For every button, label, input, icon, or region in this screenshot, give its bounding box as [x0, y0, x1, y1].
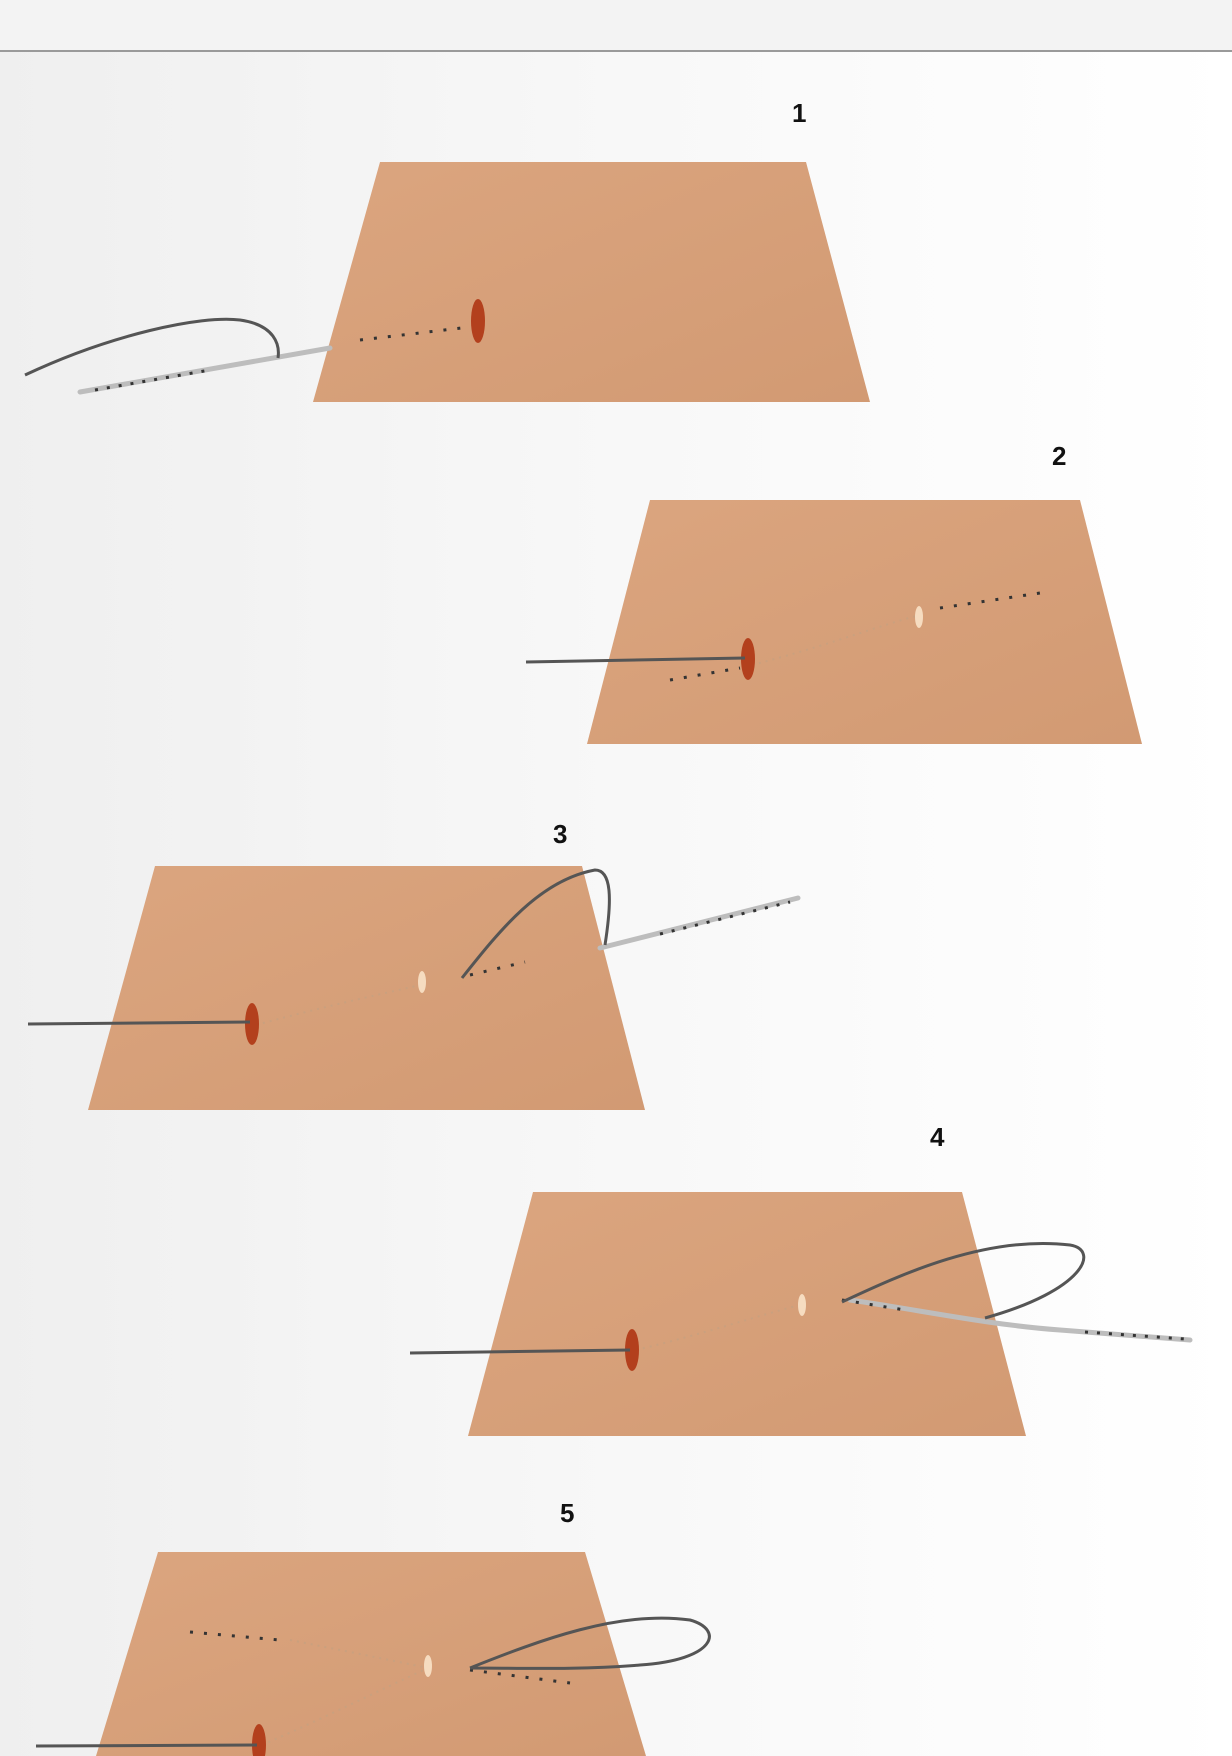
skin-patch: [313, 162, 870, 402]
suture-thread: [460, 868, 611, 979]
needle: [597, 895, 801, 951]
subcuticular-path: [261, 1667, 429, 1746]
incision-mark: [471, 299, 485, 343]
step-2-panel: 2: [525, 441, 1142, 744]
incision-mark: [625, 1329, 639, 1371]
exit-point-mark: [798, 1294, 806, 1316]
buried-suture-path: [469, 1668, 571, 1685]
needle: [847, 1297, 1193, 1343]
needle: [77, 345, 333, 395]
step-label: 3: [553, 819, 567, 849]
incision-mark: [252, 1724, 266, 1756]
suture-thread: [841, 1241, 1086, 1320]
suture-thread: [525, 656, 746, 664]
incision-mark: [245, 1003, 259, 1045]
step-5-panel: 5: [35, 1498, 711, 1756]
suture-thread: [27, 1020, 251, 1026]
skin-patch: [96, 1552, 646, 1756]
buried-suture-path: [469, 960, 526, 977]
suture-thread: [469, 1616, 711, 1670]
needle-dots: [94, 368, 211, 392]
step-label: 2: [1052, 441, 1066, 471]
buried-suture-path: [189, 1630, 281, 1642]
suture-thread: [24, 317, 280, 377]
skin-patch: [587, 500, 1142, 744]
step-label: 5: [560, 1498, 574, 1528]
exit-point-mark: [915, 606, 923, 628]
subcuticular-path: [289, 1639, 429, 1669]
suture-thread: [409, 1348, 631, 1355]
skin-patch: [468, 1192, 1026, 1436]
step-4-panel: 4: [409, 1122, 1193, 1436]
step-3-panel: 3: [27, 819, 801, 1110]
incision-mark: [741, 638, 755, 680]
buried-suture-path: [939, 591, 1041, 610]
step-1-panel: 1: [24, 98, 870, 402]
exit-point-mark: [418, 971, 426, 993]
suture-thread: [35, 1743, 258, 1748]
subcuticular-path: [635, 1304, 801, 1351]
step-label: 4: [930, 1122, 945, 1152]
needle-dots: [1084, 1330, 1186, 1341]
exit-point-mark: [424, 1655, 432, 1677]
step-label: 1: [792, 98, 806, 128]
top-divider: [0, 0, 1232, 52]
skin-patch: [88, 866, 645, 1110]
